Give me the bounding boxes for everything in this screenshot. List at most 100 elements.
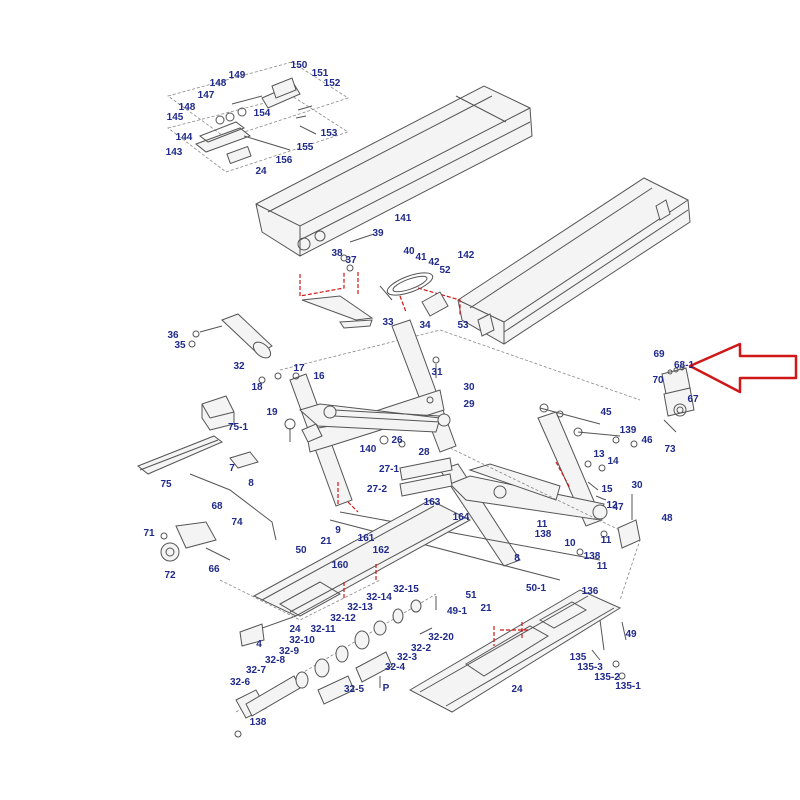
part-number-label: 144 xyxy=(176,132,193,143)
part-number-label: 163 xyxy=(424,497,441,508)
part-number-label: 16 xyxy=(313,371,325,382)
part-number-label: 29 xyxy=(463,399,475,410)
part-number-label: 141 xyxy=(395,213,412,224)
small-bracket-assembly xyxy=(167,61,349,173)
part-number-label: 67 xyxy=(687,394,699,405)
part-number-label: 12 xyxy=(606,500,618,511)
part-number-label: 24 xyxy=(511,684,523,695)
part-number-label: 142 xyxy=(458,250,475,261)
part-number-label: 135-2 xyxy=(594,672,620,683)
part-number-label: 49 xyxy=(625,629,637,640)
part-number-label: 48 xyxy=(661,513,673,524)
part-number-label: 32-5 xyxy=(344,684,364,695)
part-number-label: 10 xyxy=(564,538,576,549)
base-frame-50-1 xyxy=(408,589,627,713)
part-number-label: 51 xyxy=(465,590,477,601)
part-number-label: 19 xyxy=(266,407,278,418)
part-number-label: 41 xyxy=(415,252,427,263)
part-number-label: 8 xyxy=(248,478,254,489)
part-number-label: 42 xyxy=(428,257,440,268)
part-number-label: 36 xyxy=(167,330,179,341)
part-number-label: 9 xyxy=(335,525,341,536)
part-number-label: 70 xyxy=(652,375,664,386)
part-number-label: 145 xyxy=(167,112,184,123)
latch-assembly xyxy=(299,233,461,329)
part-number-label: 32-6 xyxy=(230,677,250,688)
part-number-label: 17 xyxy=(293,363,305,374)
left-loose-parts xyxy=(137,356,453,562)
part-number-label: 46 xyxy=(641,435,653,446)
part-number-label: 164 xyxy=(453,512,470,523)
part-number-label: 72 xyxy=(164,570,176,581)
part-number-label: 69 xyxy=(653,349,665,360)
part-number-label: 8 xyxy=(514,553,520,564)
part-number-label: 53 xyxy=(457,320,469,331)
part-number-label: 32-20 xyxy=(428,632,454,643)
part-number-label: 49-1 xyxy=(447,606,467,617)
pump-exploded-parts xyxy=(234,593,437,738)
part-number-label: 75-1 xyxy=(228,422,248,433)
part-number-label: 150 xyxy=(291,60,308,71)
part-number-label: 50 xyxy=(295,545,307,556)
part-number-label: 75 xyxy=(160,479,172,490)
part-number-label: 148 xyxy=(179,102,196,113)
part-number-label: 135-1 xyxy=(615,681,641,692)
part-number-label: 32-8 xyxy=(265,655,285,666)
part-number-label: 152 xyxy=(324,78,341,89)
part-number-label: 32-9 xyxy=(279,646,299,657)
part-number-label: 13 xyxy=(593,449,605,460)
base-frame-50 xyxy=(219,499,472,647)
part-number-label: 11 xyxy=(537,519,548,530)
part-number-label: 32-10 xyxy=(289,635,315,646)
platform-141 xyxy=(255,85,533,257)
part-number-label: 155 xyxy=(297,142,314,153)
part-number-label: 47 xyxy=(612,502,624,513)
part-number-label: 160 xyxy=(332,560,349,571)
part-number-label: 15 xyxy=(601,484,613,495)
part-number-label: 143 xyxy=(166,147,183,158)
part-number-label: 21 xyxy=(480,603,492,614)
part-number-label: 39 xyxy=(372,228,384,239)
part-number-label: 40 xyxy=(403,246,415,257)
part-number-label: 66 xyxy=(208,564,220,575)
part-number-label: 33 xyxy=(382,317,394,328)
part-number-label: 31 xyxy=(431,367,443,378)
part-number-label: 4 xyxy=(256,639,262,650)
part-number-label: 38 xyxy=(331,248,343,259)
part-number-label: 26 xyxy=(391,435,403,446)
highlight-arrow xyxy=(688,342,798,394)
part-number-label: 35 xyxy=(174,340,186,351)
part-number-label: 138 xyxy=(535,529,552,540)
part-number-label: 27-2 xyxy=(367,484,387,495)
part-number-label: 32-15 xyxy=(393,584,419,595)
part-number-label: 32-2 xyxy=(411,643,431,654)
part-number-label: 27-1 xyxy=(379,464,399,475)
part-number-label: 154 xyxy=(254,108,271,119)
part-number-label: 32-3 xyxy=(397,652,417,663)
part-number-label: 147 xyxy=(198,90,215,101)
part-number-label: 28 xyxy=(418,447,430,458)
part-number-label: 32-11 xyxy=(310,624,335,635)
part-number-label: 140 xyxy=(360,444,377,455)
part-number-label: 151 xyxy=(312,68,329,79)
part-number-label: 156 xyxy=(276,155,293,166)
part-number-label: 135-3 xyxy=(577,662,603,673)
part-number-label: 139 xyxy=(620,425,637,436)
part-number-label: 11 xyxy=(597,561,608,572)
part-number-label: 68 xyxy=(211,501,223,512)
part-number-label: 32-13 xyxy=(347,602,373,613)
part-number-label: 162 xyxy=(373,545,390,556)
part-number-label: 34 xyxy=(419,320,431,331)
part-number-label: 30 xyxy=(631,480,643,491)
part-number-label: 68-1 xyxy=(674,360,694,371)
part-number-label: 161 xyxy=(358,533,375,544)
red-arrow-shape xyxy=(688,342,798,394)
part-number-label: 138 xyxy=(584,551,601,562)
part-number-label: 32-7 xyxy=(246,665,266,676)
scissor-mechanism xyxy=(279,319,641,601)
hydraulic-cylinder-32 xyxy=(188,313,273,359)
part-number-label: 7 xyxy=(229,463,235,474)
part-number-label: 24 xyxy=(289,624,301,635)
platform-142 xyxy=(457,177,691,345)
